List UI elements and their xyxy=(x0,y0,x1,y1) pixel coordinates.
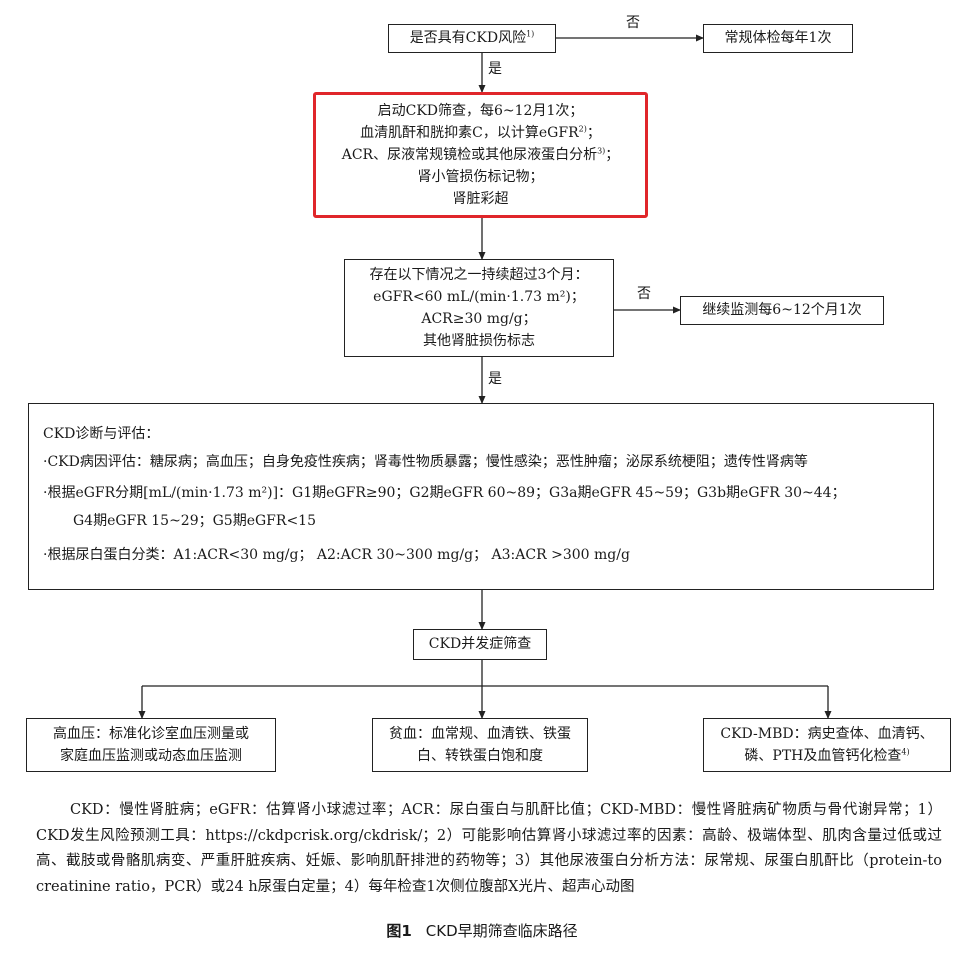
anemia-line-1: 贫血：血常规、血清铁、铁蛋 xyxy=(389,726,571,742)
figure-caption: 图1 CKD早期筛查临床路径 xyxy=(0,920,964,941)
continue-monitoring-text: 继续监测每6~12个月1次 xyxy=(702,302,862,318)
no-label-2: 否 xyxy=(637,286,651,302)
anemia-box: 贫血：血常规、血清铁、铁蛋 白、转铁蛋白饱和度 xyxy=(372,718,588,772)
continue-monitoring-box: 继续监测每6~12个月1次 xyxy=(680,296,884,325)
yes-label-2: 是 xyxy=(488,371,502,387)
yes-label-1: 是 xyxy=(488,61,502,77)
figure-title: CKD早期筛查临床路径 xyxy=(425,922,578,940)
complication-screening-text: CKD并发症筛查 xyxy=(428,636,532,652)
hypertension-box: 高血压：标准化诊室血压测量或 家庭血压监测或动态血压监测 xyxy=(26,718,276,772)
routine-checkup-text: 常规体检每年1次 xyxy=(724,30,832,46)
condition-line-1: 存在以下情况之一持续超过3个月： xyxy=(369,267,589,283)
persistent-condition-box: 存在以下情况之一持续超过3个月： eGFR<60 mL/(min·1.73 m²… xyxy=(344,259,614,357)
mbd-line-2: 磷、PTH及血管钙化检查4) xyxy=(744,747,910,764)
diagnosis-egfr-staging: ·根据eGFR分期[mL/(min·1.73 m²)]：G1期eGFR≥90；G… xyxy=(43,485,846,501)
mbd-line-1: CKD-MBD：病史查体、血清钙、 xyxy=(720,726,934,742)
risk-question-text: 是否具有CKD风险 xyxy=(409,30,527,46)
hypertension-line-2: 家庭血压监测或动态血压监测 xyxy=(60,748,242,764)
anemia-line-2: 白、转铁蛋白饱和度 xyxy=(417,748,543,764)
figure-number: 图1 xyxy=(386,922,412,940)
ckd-diagnosis-box: CKD诊断与评估： ·CKD病因评估：糖尿病；高血压；自身免疫性疾病；肾毒性物质… xyxy=(28,403,934,590)
screening-line-1: 启动CKD筛查，每6~12月1次； xyxy=(377,103,584,119)
complication-screening-box: CKD并发症筛查 xyxy=(413,629,547,660)
diagnosis-egfr-staging-cont: G4期eGFR 15~29；G5期eGFR<15 xyxy=(73,513,316,529)
diagnosis-title: CKD诊断与评估： xyxy=(43,426,160,442)
ckd-mbd-box: CKD-MBD：病史查体、血清钙、 磷、PTH及血管钙化检查4) xyxy=(703,718,951,772)
screening-line-2: 血清肌酐和胱抑素C，以计算eGFR2)； xyxy=(360,124,601,141)
ckd-screening-box: 启动CKD筛查，每6~12月1次； 血清肌酐和胱抑素C，以计算eGFR2)； A… xyxy=(313,92,648,218)
condition-line-2: eGFR<60 mL/(min·1.73 m²)； xyxy=(373,289,585,305)
screening-line-5: 肾脏彩超 xyxy=(452,191,509,207)
screening-line-3: ACR、尿液常规镜检或其他尿液蛋白分析3)； xyxy=(341,146,620,163)
diagnosis-etiology: ·CKD病因评估：糖尿病；高血压；自身免疫性疾病；肾毒性物质暴露；慢性感染；恶性… xyxy=(43,454,808,470)
figure-footnote: CKD：慢性肾脏病；eGFR：估算肾小球滤过率；ACR：尿白蛋白与肌酐比值；CK… xyxy=(36,802,942,895)
condition-line-3: ACR≥30 mg/g； xyxy=(421,311,537,327)
risk-question-footnote-ref: 1) xyxy=(526,29,535,39)
diagnosis-albuminuria: ·根据尿白蛋白分类：A1:ACR<30 mg/g； A2:ACR 30~300 … xyxy=(43,547,630,563)
routine-checkup-box: 常规体检每年1次 xyxy=(703,24,853,53)
risk-question-box: 是否具有CKD风险1) xyxy=(388,24,556,53)
screening-line-4: 肾小管损伤标记物； xyxy=(417,169,544,185)
hypertension-line-1: 高血压：标准化诊室血压测量或 xyxy=(53,726,249,742)
condition-line-4: 其他肾脏损伤标志 xyxy=(423,333,535,349)
no-label-1: 否 xyxy=(626,15,640,31)
